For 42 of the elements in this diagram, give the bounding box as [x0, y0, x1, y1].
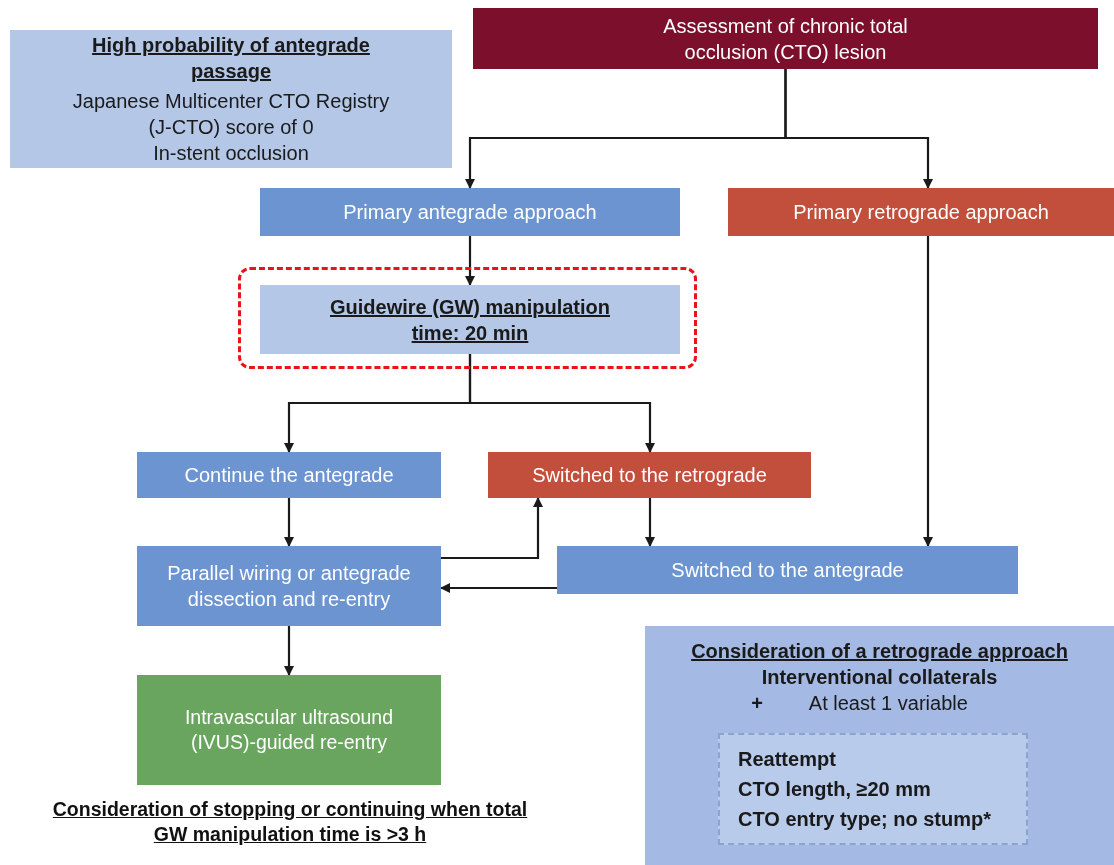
node-text: Assessment of chronic total occlusion (CTO) lesion — [662, 13, 909, 65]
arrow — [465, 236, 475, 286]
node-text: Interventional collaterals — [761, 665, 998, 690]
node-text: In-stent occlusion — [153, 141, 309, 166]
arrow — [923, 236, 933, 547]
node-text: Switched to the antegrade — [671, 558, 904, 583]
node-text: CTO length, ≥20 mm — [738, 777, 931, 802]
process-box — [260, 188, 680, 236]
node-text: CTO entry type; no stump* — [738, 807, 991, 832]
node-text: Switched to the retrograde — [532, 463, 767, 488]
node-text: Reattempt — [738, 747, 836, 772]
arrow — [468, 354, 655, 453]
node-text: Parallel wiring or antegrade dissection and re-entry — [166, 561, 412, 612]
node-text: Japanese Multicenter CTO Registry (J-CTO) score of 0 — [71, 89, 391, 140]
dashed-highlight-box — [238, 267, 697, 369]
process-box — [137, 452, 441, 498]
node-text: Continue the antegrade — [184, 463, 394, 488]
process-box — [137, 675, 441, 785]
note-text: Consideration of stopping or continuing when total GW manipulation time is >3 h — [51, 797, 529, 848]
process-box — [728, 188, 1114, 236]
arrow — [441, 497, 543, 560]
node-text: Intravascular ultrasound (IVUS)-guided re-entry — [183, 704, 395, 755]
info-panel — [645, 626, 1114, 865]
process-box — [557, 546, 1018, 594]
dashed-inner-box — [718, 733, 1028, 845]
arrow — [645, 498, 655, 547]
arrow — [784, 69, 933, 189]
info-box — [260, 285, 680, 354]
heading-text: High probability of antegrade passage — [91, 33, 371, 84]
node-text: Primary retrograde approach — [793, 200, 1049, 225]
process-box — [488, 452, 811, 498]
arrow — [284, 626, 294, 676]
arrow — [284, 498, 294, 547]
process-box — [473, 8, 1098, 69]
process-box — [137, 546, 441, 626]
heading-text: Guidewire (GW) manipulation time: 20 min — [329, 294, 611, 346]
node-text: Primary antegrade approach — [343, 200, 597, 225]
heading-text: Consideration of a retrograde approach — [691, 639, 1068, 664]
arrow — [440, 583, 557, 593]
info-box — [10, 30, 452, 168]
node-text: + — [751, 691, 763, 716]
node-text: At least 1 variable — [808, 691, 968, 716]
